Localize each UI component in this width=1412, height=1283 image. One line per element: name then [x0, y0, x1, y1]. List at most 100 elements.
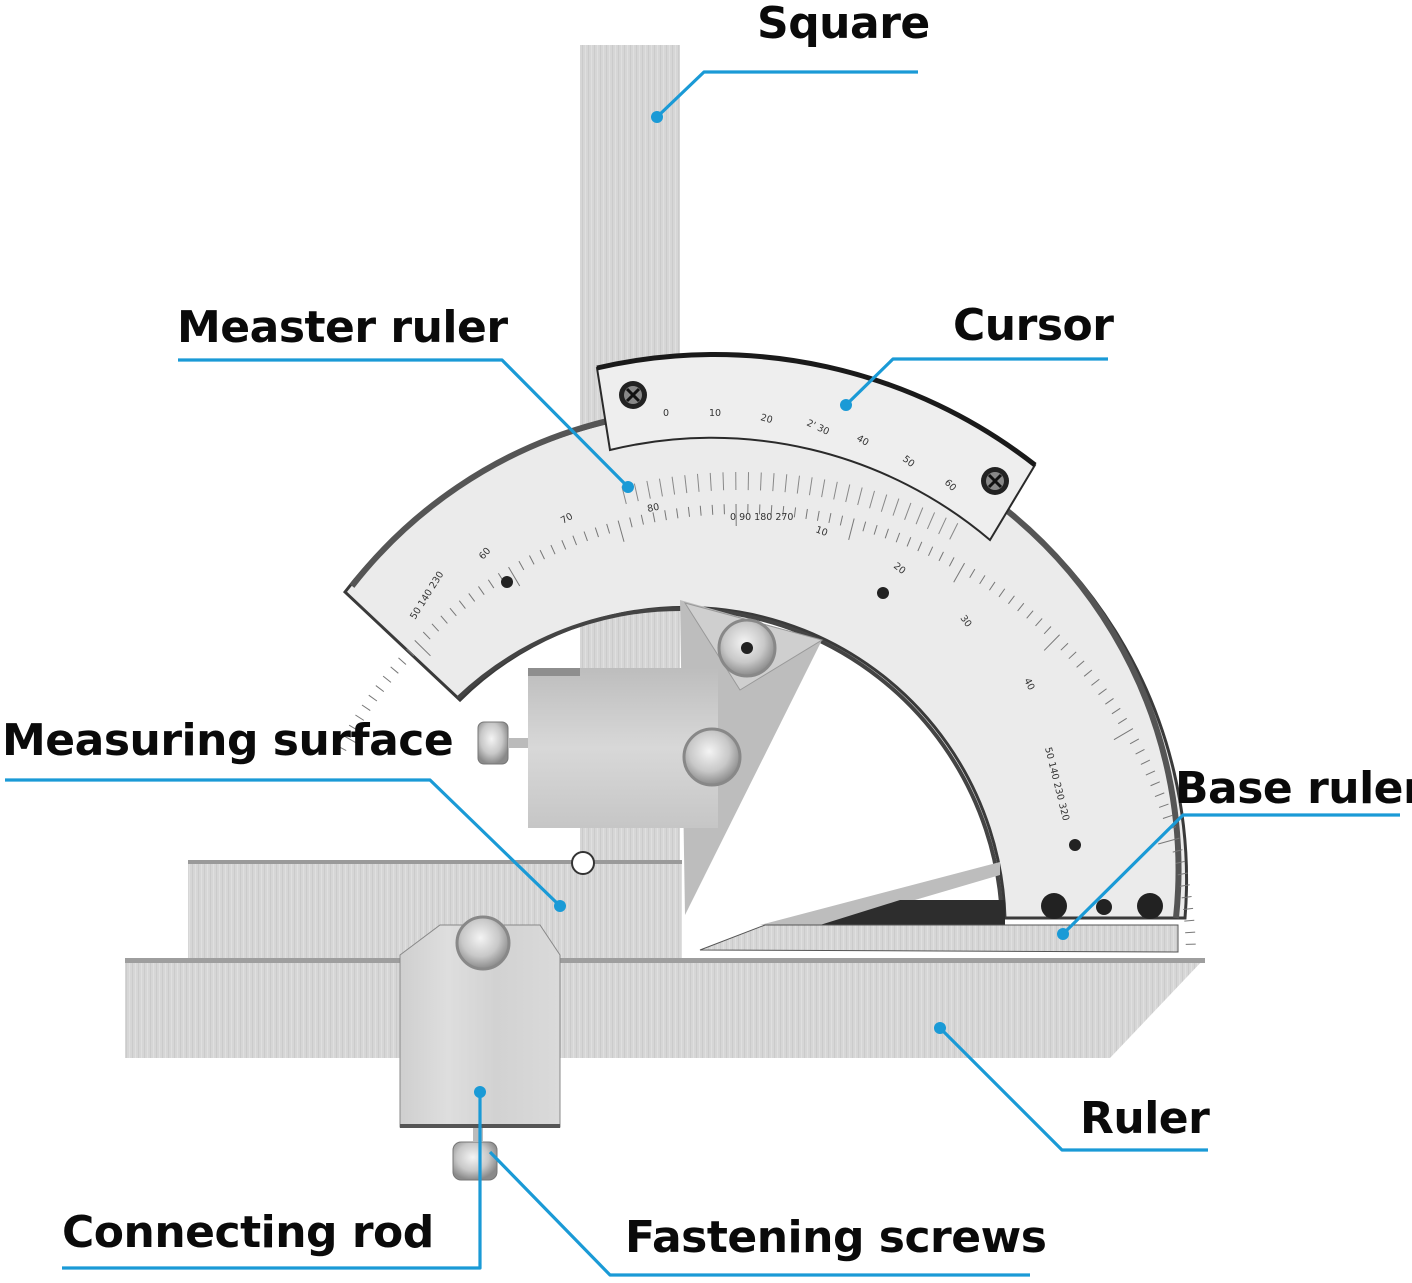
scale-tick [606, 523, 611, 534]
scale-tick [917, 541, 923, 552]
knurled-knob-icon [682, 727, 742, 787]
vernier-tick [646, 480, 651, 499]
vernier-tick [671, 476, 676, 495]
vernier-tick [696, 473, 700, 492]
label-measter-ruler: Measter ruler [177, 302, 508, 353]
vernier-tick [880, 494, 888, 512]
scale-tick [355, 714, 365, 721]
scale-tick [1017, 602, 1025, 612]
scale-tick [583, 531, 588, 542]
scale-tick [1175, 860, 1186, 864]
cursor-plate [595, 352, 1037, 542]
scale-tick [440, 615, 448, 624]
label-connecting-rod: Connecting rod [62, 1207, 434, 1258]
scale-tick [1043, 626, 1052, 635]
scale-tick [572, 535, 578, 546]
callout-measter-ruler: Measter ruler [177, 302, 634, 493]
scale-tick [594, 527, 599, 538]
scale-tick [884, 528, 889, 539]
scale-tick [449, 607, 457, 617]
scale-tick [906, 537, 912, 547]
scale-tick [422, 631, 431, 640]
scale-tick [1135, 748, 1145, 755]
vernier-tick [684, 475, 688, 494]
scale-tick [782, 506, 785, 517]
vernier-tick [904, 502, 912, 520]
scale-tick [528, 555, 535, 565]
vernier-tick [658, 478, 663, 497]
scale-tick [337, 745, 347, 752]
vernier-tick [722, 472, 725, 491]
fastening-screw-icon [452, 1141, 498, 1181]
main-scale-ticks [337, 504, 1196, 945]
scale-tick [979, 575, 986, 585]
scale-tick [1083, 669, 1093, 677]
vernier-tick [796, 475, 800, 494]
scale-tick [699, 505, 702, 516]
scale-tick [468, 593, 476, 602]
base-screw-icon [1096, 899, 1112, 915]
scale-tick [629, 517, 633, 528]
knob-center-icon [741, 642, 753, 654]
scale-tick [361, 704, 371, 712]
scale-tick [1091, 678, 1100, 686]
scale-tick [969, 568, 976, 578]
base-screw-icon [1137, 893, 1163, 919]
scale-tick [711, 504, 714, 515]
cursor-screw-icon [619, 381, 647, 409]
vernier-tick [949, 523, 959, 540]
vernier-tick [938, 517, 947, 535]
scale-tick [406, 648, 415, 657]
callout-ruler: Ruler [934, 1022, 1211, 1152]
vernier-label: 10 [709, 408, 721, 419]
scale-tick [478, 586, 485, 595]
vernier-tick [821, 479, 826, 498]
vernier-label: 40 [855, 433, 871, 449]
scale-tick [1145, 770, 1156, 776]
scale-tick [1150, 781, 1160, 787]
base-ruler-wedge [760, 862, 1000, 925]
rivet-icon [1069, 839, 1081, 851]
scale-tick [1158, 803, 1169, 808]
relief-hole [571, 851, 595, 875]
base-screw-icon [1041, 893, 1067, 919]
label-base-ruler: Base ruler [1175, 763, 1412, 814]
label-fastening-screws: Fastening screws [625, 1212, 1046, 1263]
scale-tick [1117, 717, 1127, 725]
scale-tick [431, 623, 440, 632]
screw-shaft [473, 1128, 483, 1142]
scale-tick [816, 510, 820, 521]
scale-tick [398, 657, 407, 665]
scale-tick [1158, 837, 1180, 845]
scale-tick [938, 551, 944, 562]
knurled-knob-icon [455, 915, 511, 971]
scale-tick [1111, 707, 1121, 715]
ruler [125, 958, 1205, 1058]
scale-tick [873, 524, 878, 535]
label-cursor: Cursor [953, 300, 1114, 351]
scale-tick [1162, 814, 1173, 819]
vernier-tick [709, 472, 712, 491]
callout-fastening-screws: Fastening screws [488, 1150, 1047, 1277]
scale-tick [1129, 738, 1140, 745]
label-measuring-surface: Measuring surface [2, 715, 453, 766]
scale-tick [895, 532, 901, 543]
scale-tick [948, 557, 955, 567]
scale-tick [382, 675, 392, 683]
scale-tick [348, 724, 358, 731]
main-scale-label: 0 90 180 270 [730, 512, 793, 523]
scale-tick [342, 735, 363, 747]
vernier-tick [633, 483, 639, 502]
scale-tick [1181, 896, 1192, 899]
scale-tick [793, 507, 797, 518]
vernier-tick [772, 473, 775, 492]
scale-tick [1043, 634, 1060, 651]
vernier-tick [869, 490, 875, 509]
vernier-tick [760, 472, 762, 491]
scale-tick [828, 513, 832, 524]
callout-measuring-surface: Measuring surface [2, 715, 566, 912]
scale-tick [539, 549, 545, 560]
vernier-tick [845, 484, 851, 503]
scale-tick [1179, 884, 1190, 887]
scale-tick [770, 505, 773, 516]
